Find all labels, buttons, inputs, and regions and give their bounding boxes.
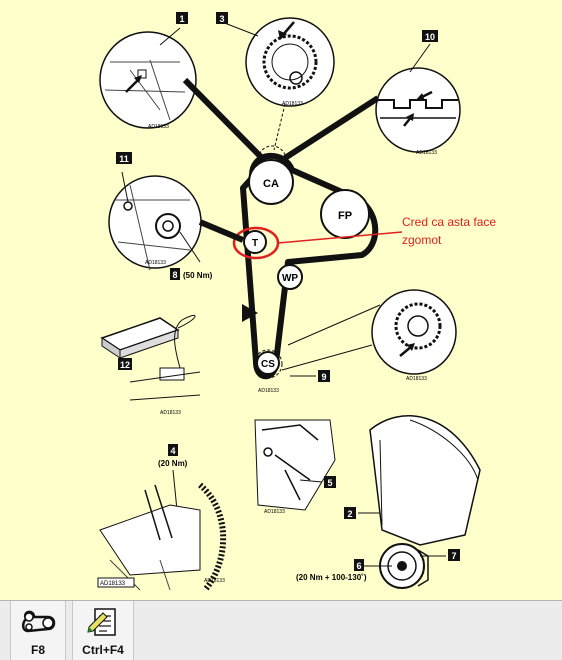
svg-text:FP: FP <box>338 210 352 222</box>
detail-view-10: 10 AD18133 <box>283 30 461 161</box>
svg-text:12: 12 <box>120 360 130 370</box>
svg-text:7: 7 <box>451 551 456 561</box>
svg-text:1: 1 <box>179 14 184 24</box>
svg-text:CA: CA <box>263 178 279 190</box>
f8-button-label: F8 <box>30 643 45 657</box>
tensioner-pulley: T <box>243 230 267 254</box>
detail-view-3: 3 AD18133 <box>216 12 335 151</box>
detail-view-11: 11 8 (50 Nm) AD18133 <box>108 152 245 280</box>
svg-text:6: 6 <box>356 561 361 571</box>
svg-text:11: 11 <box>119 154 129 164</box>
svg-text:4: 4 <box>170 446 175 456</box>
svg-text:AD18133: AD18133 <box>145 260 166 266</box>
detail-view-12: 12 AD18133 <box>100 315 201 416</box>
timing-belt-diagram: CA FP T WP CS Cred ca asta face zgomot 1… <box>97 12 496 592</box>
svg-text:AD18133: AD18133 <box>160 410 181 416</box>
svg-text:AD18133: AD18133 <box>204 578 225 584</box>
ctrl-f4-button[interactable]: Ctrl+F4 <box>72 601 134 660</box>
fuel-pump-pulley: FP <box>320 189 370 239</box>
crankshaft-pulley: CS <box>256 351 280 375</box>
detail-view-5: 5 AD18133 <box>254 419 336 515</box>
water-pump-pulley: WP <box>277 264 303 290</box>
svg-text:AD18133: AD18133 <box>258 388 279 394</box>
detail-view-9: 9 AD18133 AD18133 <box>258 289 457 394</box>
annotation-text-line-1: Cred ca asta face <box>402 215 496 229</box>
svg-text:5: 5 <box>327 478 332 488</box>
detail-view-2: 2 <box>344 415 481 546</box>
svg-text:(20 Nm): (20 Nm) <box>158 459 188 468</box>
svg-text:10: 10 <box>425 32 435 42</box>
camshaft-pulley: CA <box>248 159 294 205</box>
timing-belt <box>240 153 379 380</box>
svg-text:CS: CS <box>261 359 275 370</box>
svg-text:9: 9 <box>321 372 326 382</box>
svg-text:AD18133: AD18133 <box>416 150 437 156</box>
detail-view-1: 1 AD18133 <box>99 12 265 161</box>
f8-button[interactable]: F8 <box>10 601 66 660</box>
svg-text:(20 Nm + 100-130˚): (20 Nm + 100-130˚) <box>296 573 367 582</box>
svg-text:T: T <box>252 238 258 249</box>
svg-text:AD18133: AD18133 <box>100 581 126 587</box>
annotation-pointer-line <box>277 231 403 244</box>
svg-text:3: 3 <box>219 14 224 24</box>
edit-note-icon <box>87 608 116 636</box>
annotation-text-line-2: zgomot <box>402 233 442 247</box>
svg-text:AD18133: AD18133 <box>282 101 303 107</box>
svg-text:2: 2 <box>347 509 352 519</box>
rotation-direction-arrow <box>242 304 258 322</box>
svg-text:(50 Nm): (50 Nm) <box>183 271 213 280</box>
svg-text:AD18133: AD18133 <box>148 124 169 130</box>
detail-view-4: 4 (20 Nm) AD18133 AD18133 <box>97 444 227 592</box>
bottom-toolbar: F8 Ctrl+F4 <box>0 600 562 660</box>
belt-diagram-icon <box>22 610 56 633</box>
svg-text:WP: WP <box>282 273 298 284</box>
svg-text:AD18133: AD18133 <box>264 509 285 515</box>
svg-text:AD18133: AD18133 <box>406 376 427 382</box>
detail-view-6-7: 6 (20 Nm + 100-130˚) 7 <box>296 543 460 589</box>
ctrl-f4-button-label: Ctrl+F4 <box>82 643 124 657</box>
svg-text:8: 8 <box>172 270 177 280</box>
